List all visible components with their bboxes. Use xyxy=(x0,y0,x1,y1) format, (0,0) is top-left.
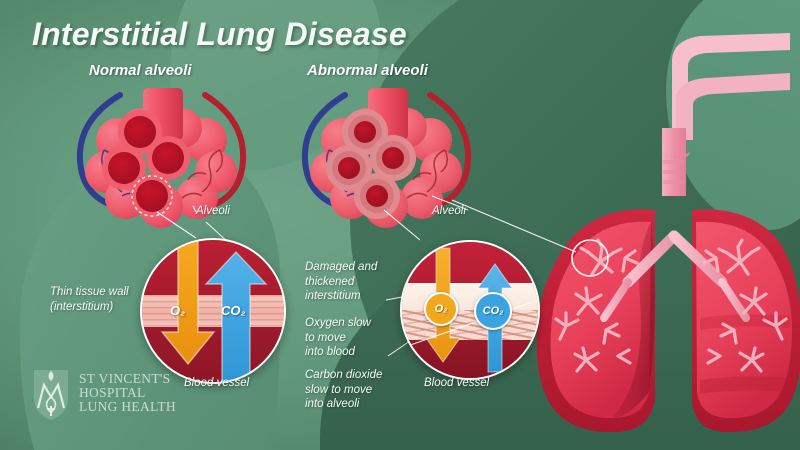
label-alveoli-abnormal: Alveoli xyxy=(432,205,466,217)
alveolar-space-abnormal xyxy=(402,242,538,283)
label-oxygen-slow: Oxygen slow to move into blood xyxy=(305,317,371,359)
logo-line-2: HOSPITAL xyxy=(79,384,146,400)
label-alveoli-normal: Alveoli xyxy=(196,205,230,217)
abnormal-gas-arrows xyxy=(402,247,538,373)
co2-label-normal: CO₂ xyxy=(221,303,246,318)
alveolar-space-normal xyxy=(142,240,284,296)
label-blood-vessel-abnormal: Blood vessel xyxy=(424,377,490,389)
label-blood-vessel-normal: Blood vessel xyxy=(184,377,250,389)
hospital-logo-text: ST VINCENT'S HOSPITAL LUNG HEALTH xyxy=(79,370,176,415)
o2-badge-abnormal: O₂ xyxy=(424,292,458,326)
label-carbon-dioxide-slow: Carbon dioxide slow to move into alveoli xyxy=(305,369,383,411)
heading-normal-alveoli: Normal alveoli xyxy=(89,62,192,79)
normal-gas-arrows xyxy=(160,240,268,382)
co2-badge-abnormal: CO₂ xyxy=(474,292,512,330)
thin-interstitium-band xyxy=(142,295,284,327)
label-thin-tissue-wall: Thin tissue wall (interstitium) xyxy=(50,286,129,313)
logo-line-3: LUNG HEALTH xyxy=(79,399,176,415)
logo-line-1: ST VINCENT'S xyxy=(79,370,171,386)
abnormal-gas-exchange-detail-circle: O₂ CO₂ xyxy=(400,240,540,380)
heading-abnormal-alveoli: Abnormal alveoli xyxy=(307,62,428,79)
blood-vessel-abnormal xyxy=(402,339,538,378)
label-damaged-interstitium: Damaged and thickened interstitium xyxy=(305,261,378,303)
shield-emblem-icon xyxy=(34,370,68,420)
thickened-fibrotic-interstitium-band xyxy=(402,310,538,340)
o2-label-normal: O₂ xyxy=(170,303,186,318)
hospital-logo: ST VINCENT'S HOSPITAL LUNG HEALTH xyxy=(30,364,176,422)
normal-gas-exchange-detail-circle: O₂ CO₂ xyxy=(140,238,286,384)
page-title: Interstitial Lung Disease xyxy=(32,16,407,52)
